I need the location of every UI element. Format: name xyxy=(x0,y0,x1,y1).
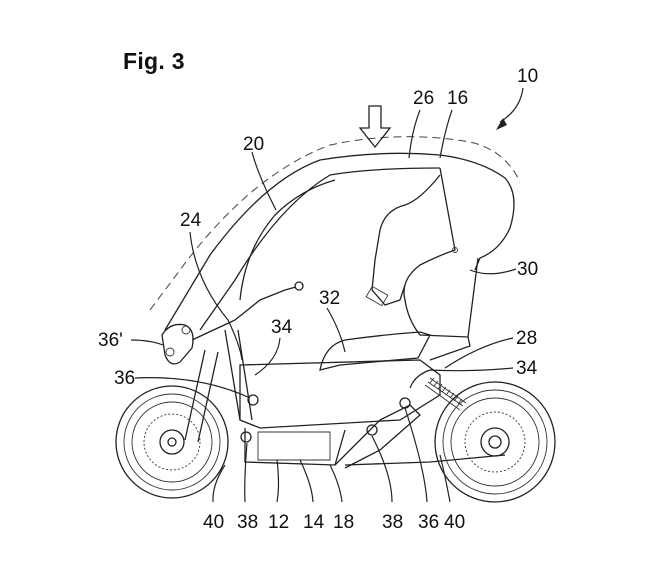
label-14: 14 xyxy=(303,512,325,533)
label-12: 12 xyxy=(268,512,289,533)
front-fork xyxy=(184,349,219,443)
leader-14 xyxy=(299,459,314,503)
label-18: 18 xyxy=(333,512,354,533)
main-frame-upper xyxy=(239,359,441,429)
roof-frame-outer xyxy=(164,152,515,331)
leader-40-rear xyxy=(439,454,451,503)
leader-38-front xyxy=(244,442,248,503)
figure-title: Fig. 3 xyxy=(123,48,185,74)
label-10: 10 xyxy=(517,66,538,87)
label-36-front: 36 xyxy=(114,368,135,389)
label-38-front: 38 xyxy=(237,512,258,533)
bracket-hole-lower xyxy=(165,347,175,357)
leader-24 xyxy=(189,231,243,361)
label-30: 30 xyxy=(517,259,538,280)
joint-front-lower xyxy=(240,431,252,443)
label-26: 26 xyxy=(413,88,434,109)
seat xyxy=(319,331,431,371)
leader-16 xyxy=(439,109,453,159)
rear-body xyxy=(403,167,479,338)
label-40-front: 40 xyxy=(203,512,224,533)
label-36-rear: 36 xyxy=(418,512,439,533)
rear-body-fastener xyxy=(452,247,458,253)
label-38-rear: 38 xyxy=(382,512,403,533)
leader-10 xyxy=(499,87,524,123)
roof-frame-inner xyxy=(199,167,441,331)
leader-30 xyxy=(469,268,517,275)
backrest-bar xyxy=(371,174,441,306)
lower-frame xyxy=(334,404,421,469)
leader-18 xyxy=(329,464,343,503)
label-36-prime: 36' xyxy=(98,330,123,351)
rear-body-edge xyxy=(429,336,471,361)
battery-housing xyxy=(257,431,331,461)
load-arrow-icon xyxy=(358,105,392,149)
leader-36-prime xyxy=(130,339,164,346)
rear-shock-spring xyxy=(429,377,463,405)
label-24: 24 xyxy=(180,210,202,231)
joint-front-upper xyxy=(247,394,259,406)
leader-26 xyxy=(408,109,421,159)
roof-envelope-dashed xyxy=(149,136,521,311)
front-pillar xyxy=(239,179,336,301)
rear-wheel xyxy=(434,381,556,503)
leader-28 xyxy=(444,337,514,369)
steering-tube xyxy=(224,329,253,421)
label-28: 28 xyxy=(516,328,537,349)
bracket-hole-upper xyxy=(181,325,191,335)
label-34-rear: 34 xyxy=(516,358,538,379)
bracket-arm xyxy=(191,319,236,341)
leader-20 xyxy=(251,151,277,211)
leader-36-front xyxy=(134,377,251,399)
joint-rear-right xyxy=(399,397,411,409)
leader-12 xyxy=(276,459,280,503)
bracket-36-prime xyxy=(161,323,194,365)
backrest-clamp xyxy=(365,285,389,307)
leader-10-arrowhead xyxy=(496,118,507,130)
leader-34-front xyxy=(254,337,281,376)
handlebar-grip xyxy=(294,281,304,291)
label-40-rear: 40 xyxy=(444,512,465,533)
front-wheel xyxy=(115,385,229,499)
label-16: 16 xyxy=(447,88,468,109)
leader-40-front xyxy=(212,464,226,503)
leader-38-rear xyxy=(371,435,393,503)
main-frame-floor xyxy=(244,428,346,466)
joint-rear-left xyxy=(366,424,378,436)
leader-34-rear xyxy=(409,367,514,389)
rear-swingarm xyxy=(344,454,506,466)
label-32: 32 xyxy=(319,288,340,309)
label-34-front: 34 xyxy=(271,317,293,338)
label-20: 20 xyxy=(243,134,264,155)
leader-36-rear xyxy=(404,407,428,503)
leader-32 xyxy=(326,307,346,353)
rear-shock xyxy=(424,377,467,411)
handlebar xyxy=(234,286,297,321)
